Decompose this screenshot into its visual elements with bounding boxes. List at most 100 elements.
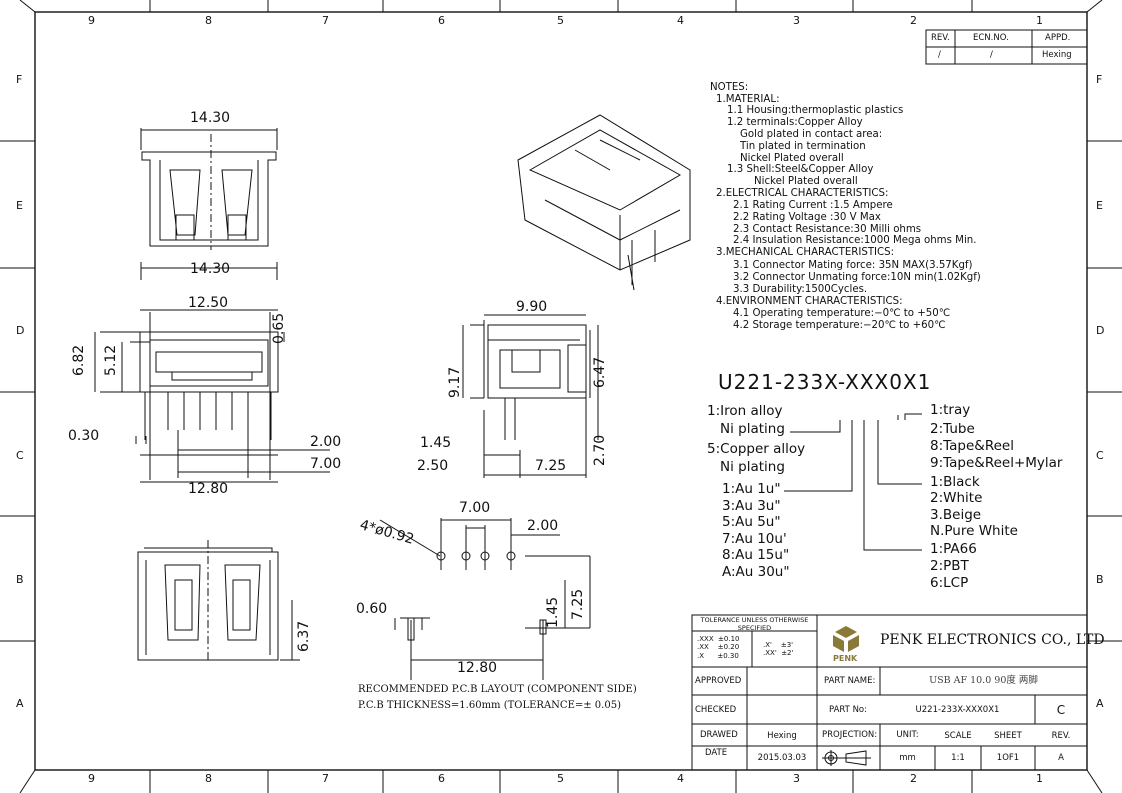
projection-label: PROJECTION:	[822, 730, 878, 740]
option-right: 1:Black	[930, 474, 980, 490]
dim-width-top: 14.30	[190, 110, 231, 126]
grid-col-5: 5	[557, 14, 564, 27]
bottom-view	[137, 540, 300, 661]
option-right: 2:Tube	[930, 421, 975, 437]
note: 1.3 Shell:Steel&Copper Alloy	[727, 164, 874, 175]
option-left: 5:Au 5u"	[722, 514, 781, 530]
grid-row-f-right: F	[1096, 73, 1103, 86]
part-name-label: PART NAME:	[824, 676, 876, 686]
grid-col-5-bottom: 5	[557, 772, 564, 785]
dim-030: 0.30	[68, 428, 100, 444]
option-right: 8:Tape&Reel	[930, 438, 1014, 454]
grid-row-e-right: E	[1096, 199, 1103, 212]
dim-1280: 12.80	[188, 481, 229, 497]
sheet-value: 1OF1	[996, 753, 1020, 763]
grid-col-6-bottom: 6	[438, 772, 445, 785]
dim-pitch-200: 2.00	[310, 434, 342, 450]
option-left: 1:Iron alloy	[707, 403, 783, 419]
grid-col-8-bottom: 8	[205, 772, 212, 785]
note: 2.1 Rating Current :1.5 Ampere	[733, 200, 893, 211]
dim-270: 2.70	[592, 434, 608, 466]
drawed-value: Hexing	[767, 731, 797, 741]
tolerance-linear: .XXX ±0.10 .XX ±0.20 .X ±0.30	[697, 635, 740, 660]
grid-row-c: C	[16, 449, 24, 462]
tolerance-angular: .X' ±3' .XX' ±2'	[763, 641, 794, 658]
dim-065: 0.65	[271, 312, 287, 344]
dim-725: 7.25	[535, 458, 567, 474]
dim-pcb-060: 0.60	[356, 601, 388, 617]
grid-col-1: 1	[1036, 14, 1043, 27]
rev-value-title: A	[1058, 753, 1064, 763]
isometric-view	[517, 114, 691, 291]
dim-height-512: 5.12	[103, 344, 119, 376]
notes-title: NOTES:	[710, 82, 749, 93]
dim-pcb-725: 7.25	[570, 588, 586, 620]
appd-header: APPD.	[1045, 33, 1071, 43]
pcb-layout-note: RECOMMENDED P.C.B LAYOUT (COMPONENT SIDE…	[358, 684, 637, 695]
dim-depth-990: 9.90	[516, 299, 548, 315]
code-leaders	[784, 413, 922, 551]
rev-value: /	[938, 50, 941, 60]
note: 3.3 Durability:1500Cycles.	[733, 284, 868, 295]
note: 1.2 terminals:Copper Alloy	[727, 117, 863, 128]
note: 3.MECHANICAL CHARACTERISTICS:	[716, 247, 895, 258]
grid-col-1-bottom: 1	[1036, 772, 1043, 785]
grid-row-f: F	[16, 73, 23, 86]
part-no-value: U221-233X-XXX0X1	[915, 705, 1000, 715]
note: 3.1 Connector Mating force: 35N MAX(3.57…	[733, 260, 973, 271]
note: 2.3 Contact Resistance:30 Milli ohms	[733, 224, 922, 235]
logo-icon	[833, 626, 859, 652]
grid-row-a: A	[16, 697, 24, 710]
dim-250: 2.50	[417, 458, 449, 474]
rev-label: REV.	[1051, 731, 1071, 741]
grid-row-b-right: B	[1096, 573, 1104, 586]
drawed-label: DRAWED	[700, 730, 738, 740]
note: Tin plated in termination	[740, 141, 866, 152]
front-view	[140, 128, 278, 280]
dim-height-682: 6.82	[71, 344, 87, 376]
grid-col-2-bottom: 2	[910, 772, 917, 785]
note: 4.1 Operating temperature:−0℃ to +50℃	[733, 308, 951, 319]
projection-symbol-icon	[822, 750, 871, 766]
option-right: 2:PBT	[930, 558, 969, 574]
dim-647: 6.47	[592, 356, 608, 388]
inner-frame	[34, 11, 1088, 771]
option-right: 1:tray	[930, 402, 971, 418]
checked-label: CHECKED	[695, 705, 737, 715]
grid-col-7: 7	[322, 14, 329, 27]
part-name-value: USB AF 10.0 90度 两脚	[929, 675, 1038, 686]
option-right: 6:LCP	[930, 575, 969, 591]
option-right: 1:PA66	[930, 541, 977, 557]
option-left: Ni plating	[720, 459, 785, 475]
tolerance-title: TOLERANCE UNLESS OTHERWISE SPECIFIED	[700, 616, 809, 632]
note: 1.MATERIAL:	[716, 94, 780, 105]
dim-145: 1.45	[420, 435, 452, 451]
appd-value: Hexing	[1042, 50, 1072, 60]
grid-col-3: 3	[793, 14, 800, 27]
note: Nickel Plated overall	[740, 153, 844, 164]
dim-pcb-145: 1.45	[545, 596, 561, 628]
grid-col-8: 8	[205, 14, 212, 27]
ecn-value: /	[990, 50, 993, 60]
option-right: 9:Tape&Reel+Mylar	[930, 455, 1063, 471]
dim-917: 9.17	[447, 366, 463, 398]
option-left: 8:Au 15u"	[722, 547, 790, 563]
dim-700: 7.00	[310, 456, 342, 472]
option-left: Ni plating	[720, 421, 785, 437]
grid-col-7-bottom: 7	[322, 772, 329, 785]
option-left: 3:Au 3u"	[722, 498, 781, 514]
option-left: 7:Au 10u'	[722, 531, 787, 547]
part-code: U221-233X-XXX0X1	[718, 370, 932, 394]
scale-label: SCALE	[944, 731, 972, 741]
note: 2.2 Rating Voltage :30 V Max	[733, 212, 881, 223]
dim-pcb-700: 7.00	[459, 500, 491, 516]
option-right: 3.Beige	[930, 507, 982, 523]
pcb-layout	[379, 518, 591, 680]
side-view	[462, 314, 599, 478]
option-right: N.Pure White	[930, 523, 1018, 539]
date-label: DATE	[705, 748, 728, 758]
grid-col-4-bottom: 4	[677, 772, 684, 785]
